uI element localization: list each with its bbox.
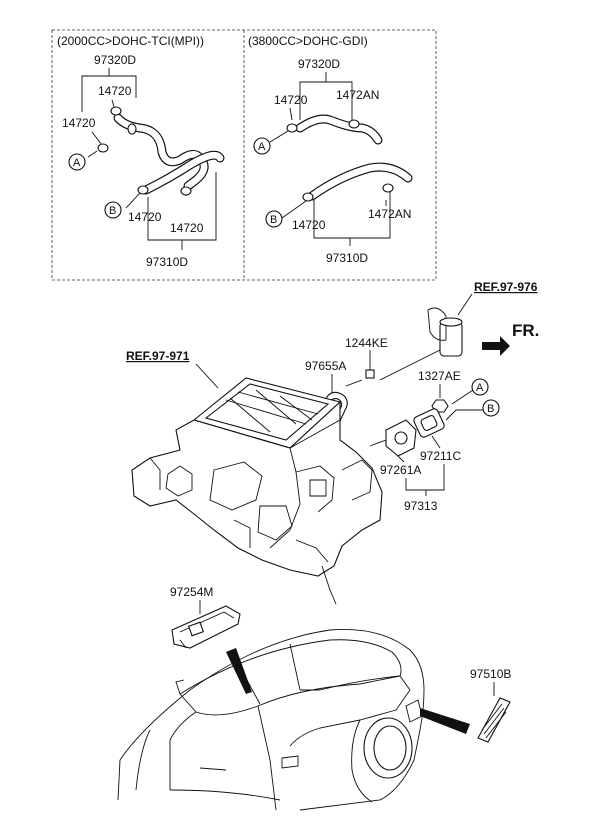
duct-97254M xyxy=(171,605,241,649)
left-label-14720-c: 14720 xyxy=(128,210,162,224)
left-marker-a: A xyxy=(68,153,86,171)
left-label-14720-d: 14720 xyxy=(170,221,204,235)
svg-text:B: B xyxy=(109,205,116,217)
front-direction-label: FR. xyxy=(512,321,539,340)
left-label-97310D: 97310D xyxy=(146,255,188,269)
left-clamps xyxy=(97,106,192,196)
left-lower-hose xyxy=(141,150,225,195)
right-marker-a: A xyxy=(253,137,271,155)
vent-location-pointer xyxy=(420,708,470,734)
right-clamps xyxy=(286,119,394,202)
right-label-14720-b: 14720 xyxy=(292,218,326,232)
right-label-14720-a: 14720 xyxy=(274,93,308,107)
label-97211C: 97211C xyxy=(420,449,461,463)
label-1244KE: 1244KE xyxy=(345,336,388,350)
label-97254M: 97254M xyxy=(170,585,213,599)
right-leader-lines xyxy=(269,72,391,246)
left-label-14720-b: 14720 xyxy=(62,116,96,130)
main-marker-a: A xyxy=(471,378,489,396)
svg-text:A: A xyxy=(476,382,484,394)
valve-leader xyxy=(397,455,405,463)
front-arrow-icon xyxy=(482,336,510,356)
left-box-header: (2000CC>DOHC-TCI(MPI)) xyxy=(57,34,204,48)
main-marker-b: B xyxy=(482,399,500,417)
car-outline xyxy=(117,629,425,811)
right-marker-b: B xyxy=(265,210,283,228)
right-box-header: (3800CC>DOHC-GDI) xyxy=(248,34,368,48)
right-label-97310D: 97310D xyxy=(326,251,368,265)
right-upper-hose xyxy=(295,114,383,145)
label-97261A: 97261A xyxy=(380,463,421,477)
ref-97-976-leader xyxy=(457,293,473,316)
bolt-1244KE xyxy=(345,369,375,387)
svg-text:A: A xyxy=(73,157,81,169)
label-97313: 97313 xyxy=(404,499,438,513)
marker-b-leader xyxy=(445,409,483,421)
svg-text:A: A xyxy=(258,141,266,153)
water-valve-top xyxy=(379,307,463,381)
svg-text:B: B xyxy=(487,403,494,415)
svg-text:B: B xyxy=(270,214,277,226)
assembly-bracket xyxy=(405,464,445,491)
ref-97-971-leader xyxy=(195,363,219,389)
valve-gasket-97211C xyxy=(413,408,445,438)
left-marker-b: B xyxy=(104,201,122,219)
valve-gasket-leader xyxy=(431,435,441,449)
right-label-97320D: 97320D xyxy=(298,57,340,71)
left-label-14720-a: 14720 xyxy=(98,84,132,98)
heater-unit xyxy=(131,377,383,605)
label-97655A: 97655A xyxy=(305,359,346,373)
right-lower-hose xyxy=(307,162,413,201)
label-1327AE: 1327AE xyxy=(418,369,461,383)
left-label-97320D: 97320D xyxy=(94,53,136,67)
valve-97261A xyxy=(369,419,417,457)
right-label-1472AN-a: 1472AN xyxy=(336,88,379,102)
vent-97510B xyxy=(477,697,511,743)
ref-97-971: REF.97-971 xyxy=(126,349,190,363)
label-97510B: 97510B xyxy=(470,667,511,681)
duct-location-pointer xyxy=(226,648,252,694)
ref-97-976: REF.97-976 xyxy=(474,280,538,294)
marker-a-leader xyxy=(451,389,474,405)
